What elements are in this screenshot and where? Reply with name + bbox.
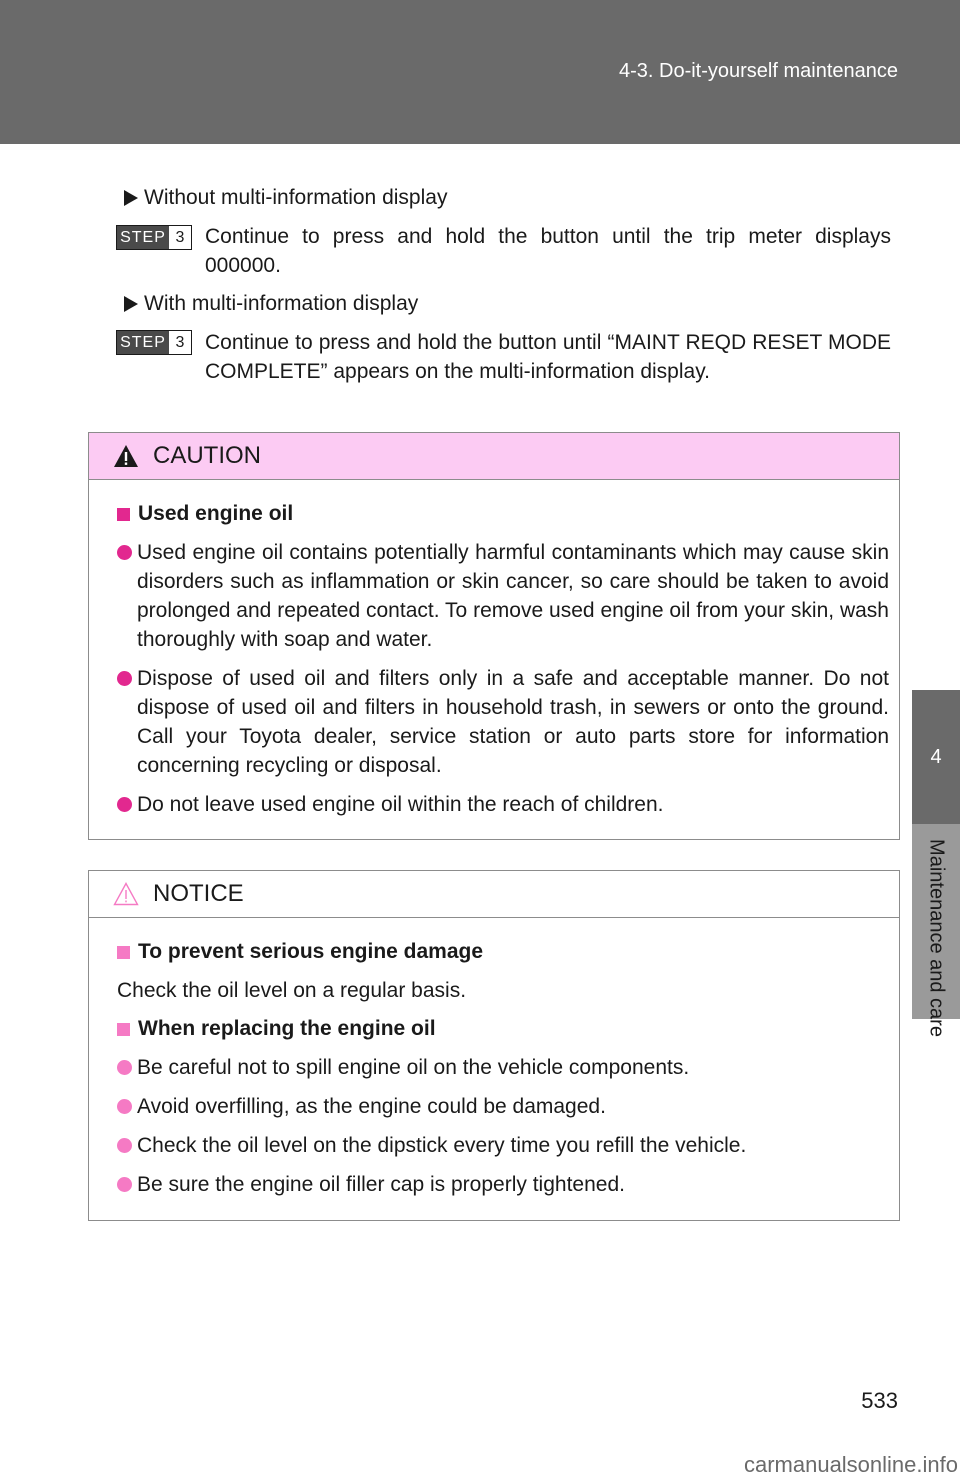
caution-item-text: Dispose of used oil and filters only in … (137, 667, 889, 777)
step-with-text: Continue to press and hold the button un… (205, 331, 891, 383)
circle-bullet-icon (117, 797, 132, 812)
step-label: STEP (117, 226, 169, 249)
notice-subheading-1-text: To prevent serious engine damage (138, 940, 484, 963)
circle-bullet-icon (117, 671, 132, 686)
caution-subheading-text: Used engine oil (138, 502, 294, 525)
circle-bullet-icon (117, 1060, 132, 1075)
notice-text-1: Check the oil level on a regular basis. (117, 976, 889, 1005)
notice-item: Be careful not to spill engine oil on th… (117, 1053, 889, 1082)
chapter-tab-block (912, 824, 960, 1019)
notice-subheading-2-text: When replacing the engine oil (138, 1017, 436, 1040)
notice-item-text: Be sure the engine oil filler cap is pro… (137, 1173, 625, 1196)
notice-item: Check the oil level on the dipstick ever… (117, 1131, 889, 1160)
circle-bullet-icon (117, 1138, 132, 1153)
step-badge: STEP 3 (116, 330, 192, 355)
caution-title: CAUTION (153, 442, 261, 469)
circle-bullet-icon (117, 545, 132, 560)
chapter-side-tab: 4 (912, 144, 960, 1444)
caution-box: CAUTION Used engine oil Used engine oil … (88, 432, 900, 840)
notice-body: To prevent serious engine damage Check t… (89, 918, 899, 1199)
variant-with-label: With multi-information display (144, 292, 419, 315)
circle-bullet-icon (117, 1099, 132, 1114)
notice-header: NOTICE (89, 871, 899, 918)
chapter-number: 4 (912, 690, 960, 824)
notice-item: Be sure the engine oil filler cap is pro… (117, 1170, 889, 1199)
notice-item-text: Be careful not to spill engine oil on th… (137, 1056, 690, 1079)
notice-triangle-icon (113, 882, 139, 906)
caution-item: Do not leave used engine oil within the … (117, 790, 889, 819)
square-bullet-icon (117, 945, 130, 959)
arrow-right-icon (124, 190, 138, 206)
warning-triangle-icon (114, 445, 138, 467)
square-bullet-icon (117, 507, 130, 521)
chapter-label: Maintenance and care (925, 839, 948, 1037)
step-number: 3 (169, 331, 191, 354)
page-header: 4-3. Do-it-yourself maintenance (0, 0, 960, 144)
step-badge: STEP 3 (116, 225, 192, 250)
watermark: carmanualsonline.info (743, 1452, 958, 1477)
arrow-right-icon (124, 296, 138, 312)
notice-box: NOTICE To prevent serious engine damage … (88, 870, 900, 1221)
page-number: 533 (861, 1388, 898, 1413)
notice-item-text: Avoid overfilling, as the engine could b… (137, 1095, 606, 1118)
variant-without-heading: Without multi-information display (124, 186, 447, 210)
step-number: 3 (169, 226, 191, 249)
notice-title: NOTICE (153, 880, 244, 907)
step-label: STEP (117, 331, 169, 354)
variant-with-heading: With multi-information display (124, 292, 418, 316)
notice-item-text: Check the oil level on the dipstick ever… (137, 1134, 747, 1157)
caution-header: CAUTION (89, 433, 899, 480)
notice-subheading-1: To prevent serious engine damage (117, 940, 889, 964)
section-title: 4-3. Do-it-yourself maintenance (618, 60, 898, 82)
caution-item: Used engine oil contains potentially har… (117, 538, 889, 654)
variant-without-label: Without multi-information display (144, 186, 448, 209)
notice-item: Avoid overfilling, as the engine could b… (117, 1092, 889, 1121)
caution-item-text: Do not leave used engine oil within the … (137, 793, 664, 816)
notice-text-1-content: Check the oil level on a regular basis. (117, 979, 467, 1002)
caution-item: Dispose of used oil and filters only in … (117, 664, 889, 780)
square-bullet-icon (117, 1022, 130, 1036)
caution-body: Used engine oil Used engine oil contains… (89, 480, 899, 819)
notice-subheading-2: When replacing the engine oil (117, 1017, 889, 1041)
caution-subheading: Used engine oil (117, 502, 889, 526)
circle-bullet-icon (117, 1177, 132, 1192)
caution-item-text: Used engine oil contains potentially har… (137, 541, 889, 651)
step-without-text: Continue to press and hold the button un… (205, 225, 891, 277)
